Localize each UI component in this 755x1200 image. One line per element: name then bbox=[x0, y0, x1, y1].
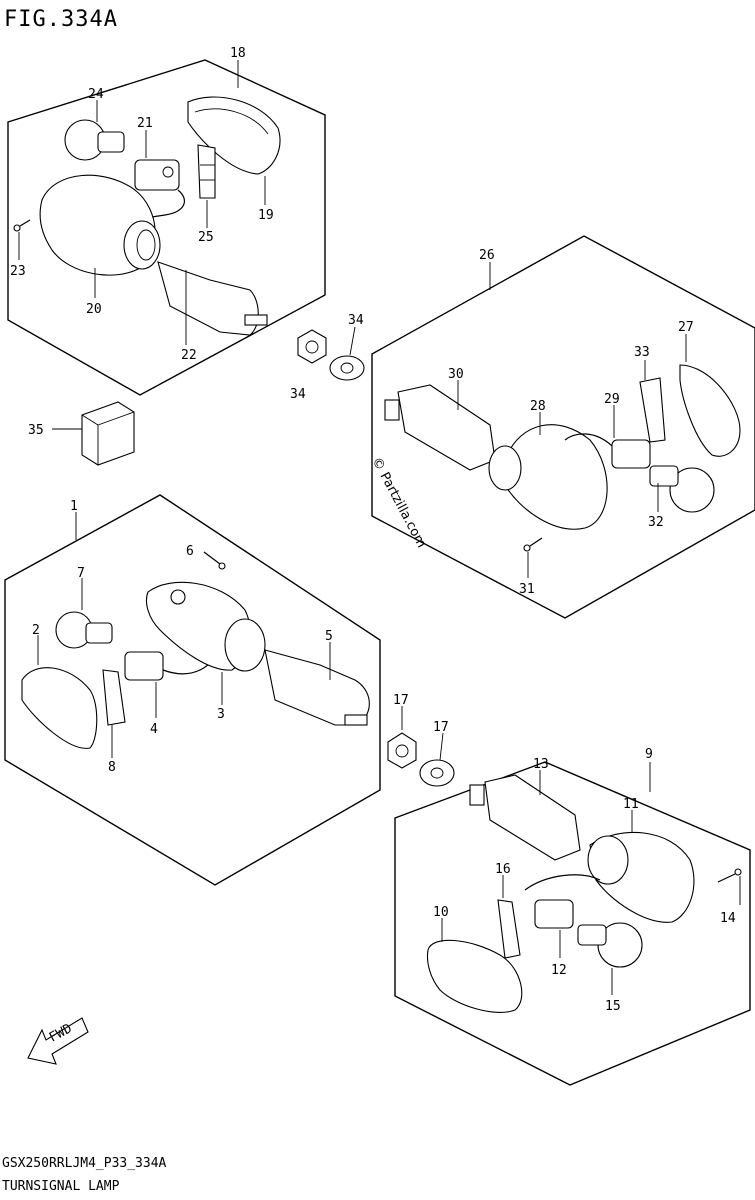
housing-28 bbox=[488, 424, 608, 530]
screw-31 bbox=[523, 537, 543, 552]
callout-17-washer: 17 bbox=[433, 720, 449, 735]
screw-6 bbox=[203, 551, 226, 570]
callout-9: 9 bbox=[645, 747, 653, 762]
callout-3: 3 bbox=[217, 707, 225, 722]
stay-13 bbox=[469, 774, 581, 861]
assembly-18-outline bbox=[7, 59, 326, 396]
fwd-arrow: FWD bbox=[27, 1017, 89, 1065]
bulb-24 bbox=[64, 119, 125, 161]
assembly-9-outline bbox=[394, 761, 751, 1086]
callout-16: 16 bbox=[495, 862, 511, 877]
socket-29 bbox=[564, 433, 651, 469]
callout-1: 1 bbox=[70, 499, 78, 514]
callout-12: 12 bbox=[551, 963, 567, 978]
callout-13: 13 bbox=[533, 757, 549, 772]
callout-11: 11 bbox=[623, 797, 639, 812]
callout-30: 30 bbox=[448, 367, 464, 382]
callout-20: 20 bbox=[86, 302, 102, 317]
callout-22: 22 bbox=[181, 348, 197, 363]
callout-28: 28 bbox=[530, 399, 546, 414]
nut-17-flange bbox=[387, 732, 417, 769]
assembly-18 bbox=[7, 59, 326, 396]
nut-34-flange bbox=[297, 329, 327, 364]
callout-18: 18 bbox=[230, 46, 246, 61]
callout-4: 4 bbox=[150, 722, 158, 737]
assembly-26-outline bbox=[371, 235, 755, 619]
nut-34-washer bbox=[329, 355, 365, 381]
callout-32: 32 bbox=[648, 515, 664, 530]
callout-17-flange: 17 bbox=[393, 693, 409, 708]
callout-33: 33 bbox=[634, 345, 650, 360]
assembly-26: © Partzilla.com bbox=[368, 235, 755, 619]
assembly-1-outline bbox=[4, 494, 381, 886]
callout-7: 7 bbox=[77, 566, 85, 581]
socket-12 bbox=[534, 899, 574, 929]
callouts: 1 2 3 4 5 6 7 8 9 10 11 12 13 14 15 16 1… bbox=[10, 46, 736, 1014]
lens-10 bbox=[426, 939, 523, 1013]
assembly-1 bbox=[4, 494, 381, 886]
callout-14: 14 bbox=[720, 911, 736, 926]
callout-27: 27 bbox=[678, 320, 694, 335]
callout-23: 23 bbox=[10, 264, 26, 279]
callout-31: 31 bbox=[519, 582, 535, 597]
callout-5: 5 bbox=[325, 629, 333, 644]
callout-15: 15 bbox=[605, 999, 621, 1014]
lens-2 bbox=[21, 667, 98, 749]
bulb-15 bbox=[577, 922, 643, 968]
callout-2: 2 bbox=[32, 623, 40, 638]
socket-21 bbox=[134, 159, 186, 219]
stay-22 bbox=[157, 261, 268, 345]
callout-8: 8 bbox=[108, 760, 116, 775]
relay-35 bbox=[52, 401, 135, 466]
callout-34-flange: 34 bbox=[290, 387, 306, 402]
callout-19: 19 bbox=[258, 208, 274, 223]
clip-16 bbox=[497, 899, 521, 959]
clip-25 bbox=[197, 144, 216, 199]
callout-29: 29 bbox=[604, 392, 620, 407]
callout-35: 35 bbox=[28, 423, 44, 438]
screw-23 bbox=[13, 219, 31, 232]
housing-20 bbox=[39, 174, 161, 276]
stay-30 bbox=[384, 384, 496, 471]
callout-25: 25 bbox=[198, 230, 214, 245]
nut-17-washer bbox=[419, 759, 455, 787]
clip-8 bbox=[102, 669, 126, 726]
lens-27 bbox=[679, 364, 741, 457]
callout-24: 24 bbox=[88, 87, 104, 102]
watermark: © Partzilla.com bbox=[368, 455, 428, 551]
figure-title: FIG.334A bbox=[4, 7, 118, 32]
bulb-7 bbox=[55, 611, 113, 649]
assembly-9 bbox=[394, 761, 751, 1086]
callout-10: 10 bbox=[433, 905, 449, 920]
callout-21: 21 bbox=[137, 116, 153, 131]
callout-6: 6 bbox=[186, 544, 194, 559]
housing-3 bbox=[145, 581, 266, 672]
model-code: GSX250RRLJM4_P33_334A bbox=[2, 1156, 167, 1171]
callout-34-washer: 34 bbox=[348, 313, 364, 328]
callout-26: 26 bbox=[479, 248, 495, 263]
stay-5 bbox=[264, 649, 370, 726]
bulb-32 bbox=[649, 465, 715, 513]
section-name: TURNSIGNAL LAMP bbox=[2, 1179, 120, 1194]
housing-11 bbox=[524, 831, 695, 923]
screw-14 bbox=[717, 868, 742, 883]
clip-33 bbox=[639, 377, 666, 443]
